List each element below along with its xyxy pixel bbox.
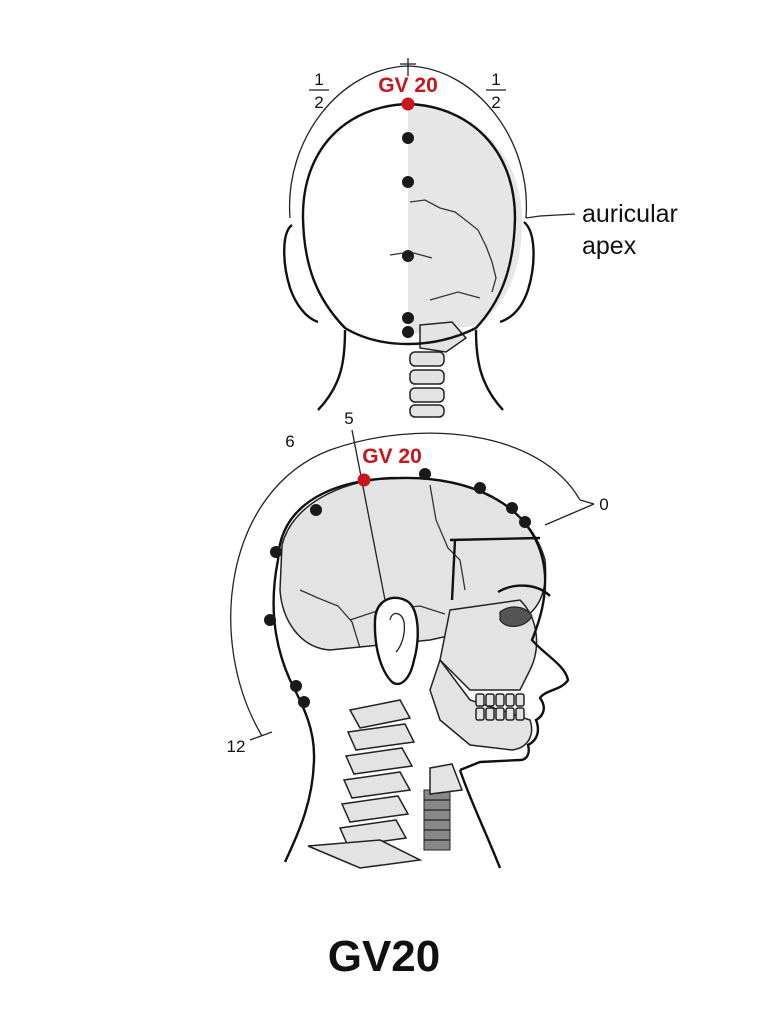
lateral-point	[264, 614, 276, 626]
lateral-view: GV 20 6 5 0 12	[227, 409, 609, 869]
posterior-neck	[317, 329, 504, 411]
posterior-view: GV 20 1 2 1 2 auricular apex	[283, 58, 678, 418]
lateral-gv20-point	[357, 473, 371, 487]
posterior-head-outline	[301, 102, 517, 346]
lateral-mark-5: 5	[344, 409, 353, 428]
auricular-label-line1: auricular	[582, 200, 678, 228]
lateral-point	[519, 516, 531, 528]
posterior-lambdoid-suture	[409, 199, 497, 293]
posterior-left-fraction-denominator: 2	[314, 93, 323, 112]
posterior-point	[402, 312, 414, 324]
lateral-cervical-spine	[307, 699, 423, 869]
lateral-hairline	[449, 536, 541, 601]
lateral-back-outline	[272, 559, 316, 863]
lateral-eye-socket	[499, 606, 533, 627]
posterior-right-fraction-denominator: 2	[491, 93, 500, 112]
lateral-point	[270, 546, 282, 558]
posterior-gv20-label: GV 20	[378, 74, 438, 97]
lateral-mark-6: 6	[285, 432, 294, 451]
lateral-measure-arc	[230, 432, 581, 737]
auricular-label-line2: apex	[582, 232, 637, 260]
posterior-left-ear	[283, 224, 319, 324]
posterior-point	[402, 132, 414, 144]
lateral-point	[290, 680, 302, 692]
lateral-point	[310, 504, 322, 516]
lateral-point	[298, 696, 310, 708]
lateral-lambdoid-suture	[299, 589, 361, 649]
lateral-head-outline	[276, 476, 570, 772]
lateral-mark-12: 12	[227, 737, 246, 756]
lateral-trachea	[423, 763, 464, 851]
posterior-point	[402, 250, 414, 262]
figure-caption: GV20	[327, 932, 441, 981]
posterior-right-fraction-numerator: 1	[491, 70, 500, 89]
posterior-point	[402, 326, 414, 338]
posterior-point	[402, 176, 414, 188]
posterior-cervical-spine	[409, 321, 468, 418]
lateral-front-neck	[458, 769, 502, 869]
lateral-gv20-label: GV 20	[362, 445, 422, 468]
posterior-gv20-point	[401, 97, 415, 111]
lateral-point	[474, 482, 486, 494]
lateral-point	[506, 502, 518, 514]
posterior-right-ear	[499, 221, 535, 324]
lateral-point	[419, 468, 431, 480]
lateral-coronal-suture	[429, 484, 466, 591]
lateral-ear	[373, 596, 419, 686]
lateral-mark-0: 0	[599, 495, 608, 514]
lateral-teeth	[475, 693, 525, 721]
posterior-left-fraction-numerator: 1	[314, 70, 323, 89]
lateral-eyebrow	[497, 584, 551, 597]
